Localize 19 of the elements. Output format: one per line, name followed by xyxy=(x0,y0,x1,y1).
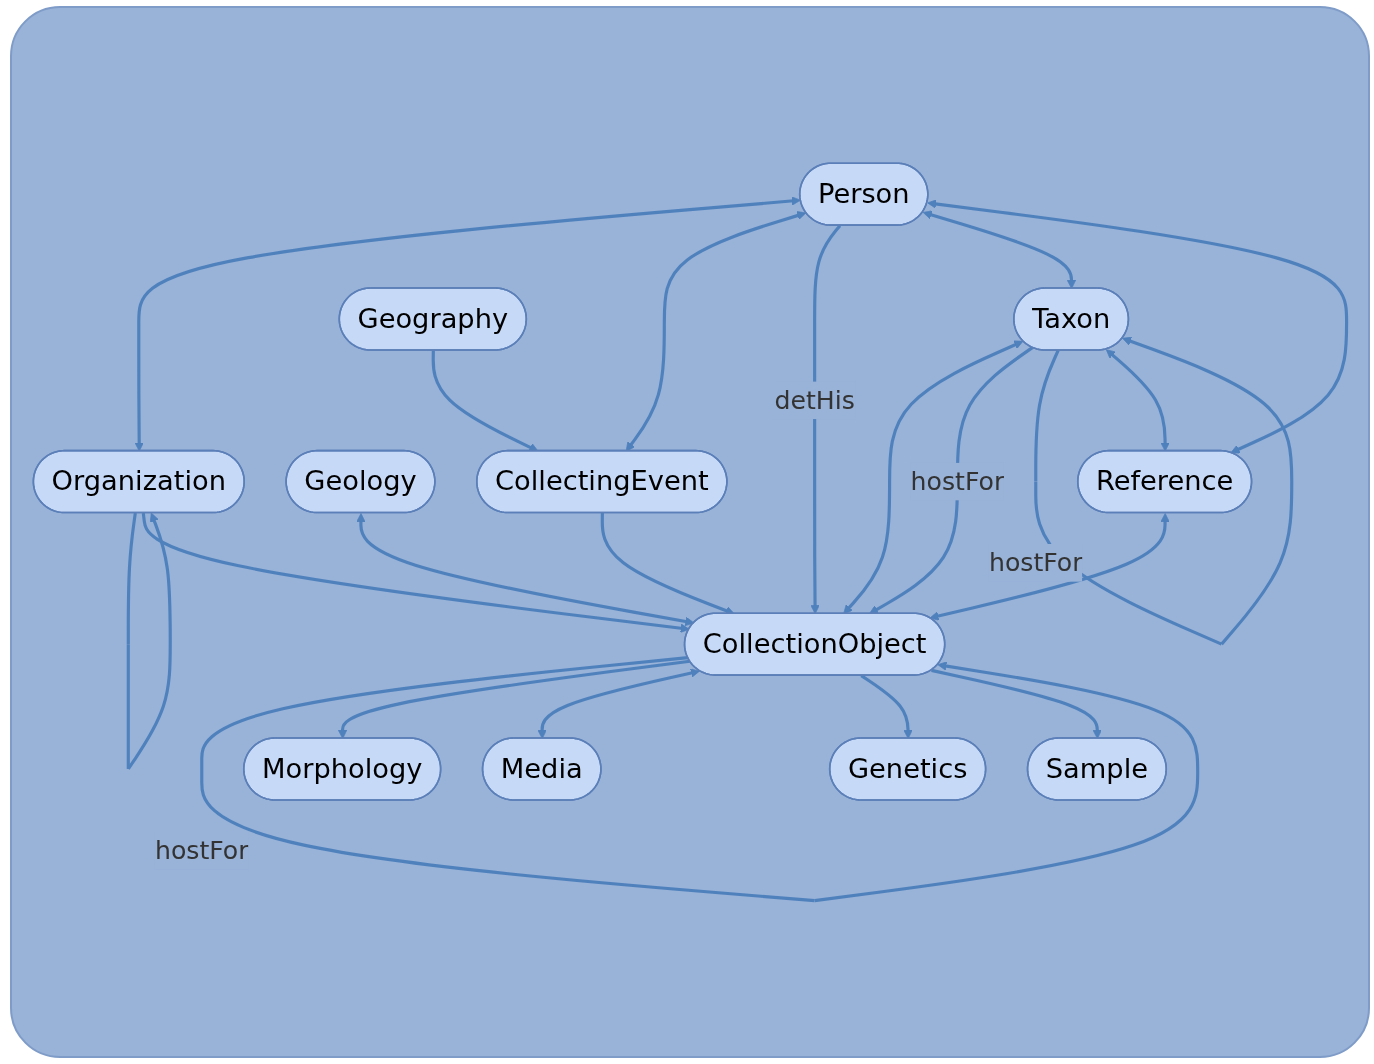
arrow xyxy=(134,196,801,452)
edge-label: detHis xyxy=(774,385,855,415)
edge-label: hostFor xyxy=(988,548,1083,578)
arrow xyxy=(810,224,842,615)
arrow xyxy=(141,512,690,633)
arrow xyxy=(860,674,913,739)
arrow xyxy=(356,513,695,627)
arrow xyxy=(929,513,1170,621)
arrow xyxy=(625,211,807,452)
arrow xyxy=(843,340,1024,615)
edge-label: hostFor xyxy=(910,466,1005,497)
arrow xyxy=(537,668,700,739)
arrow xyxy=(931,668,1102,739)
edge-label: hostFor xyxy=(154,835,249,865)
arrow xyxy=(337,659,691,739)
arrow xyxy=(922,210,1077,289)
arrow xyxy=(431,350,539,452)
arrow xyxy=(1105,349,1170,452)
arrow xyxy=(927,199,1349,454)
